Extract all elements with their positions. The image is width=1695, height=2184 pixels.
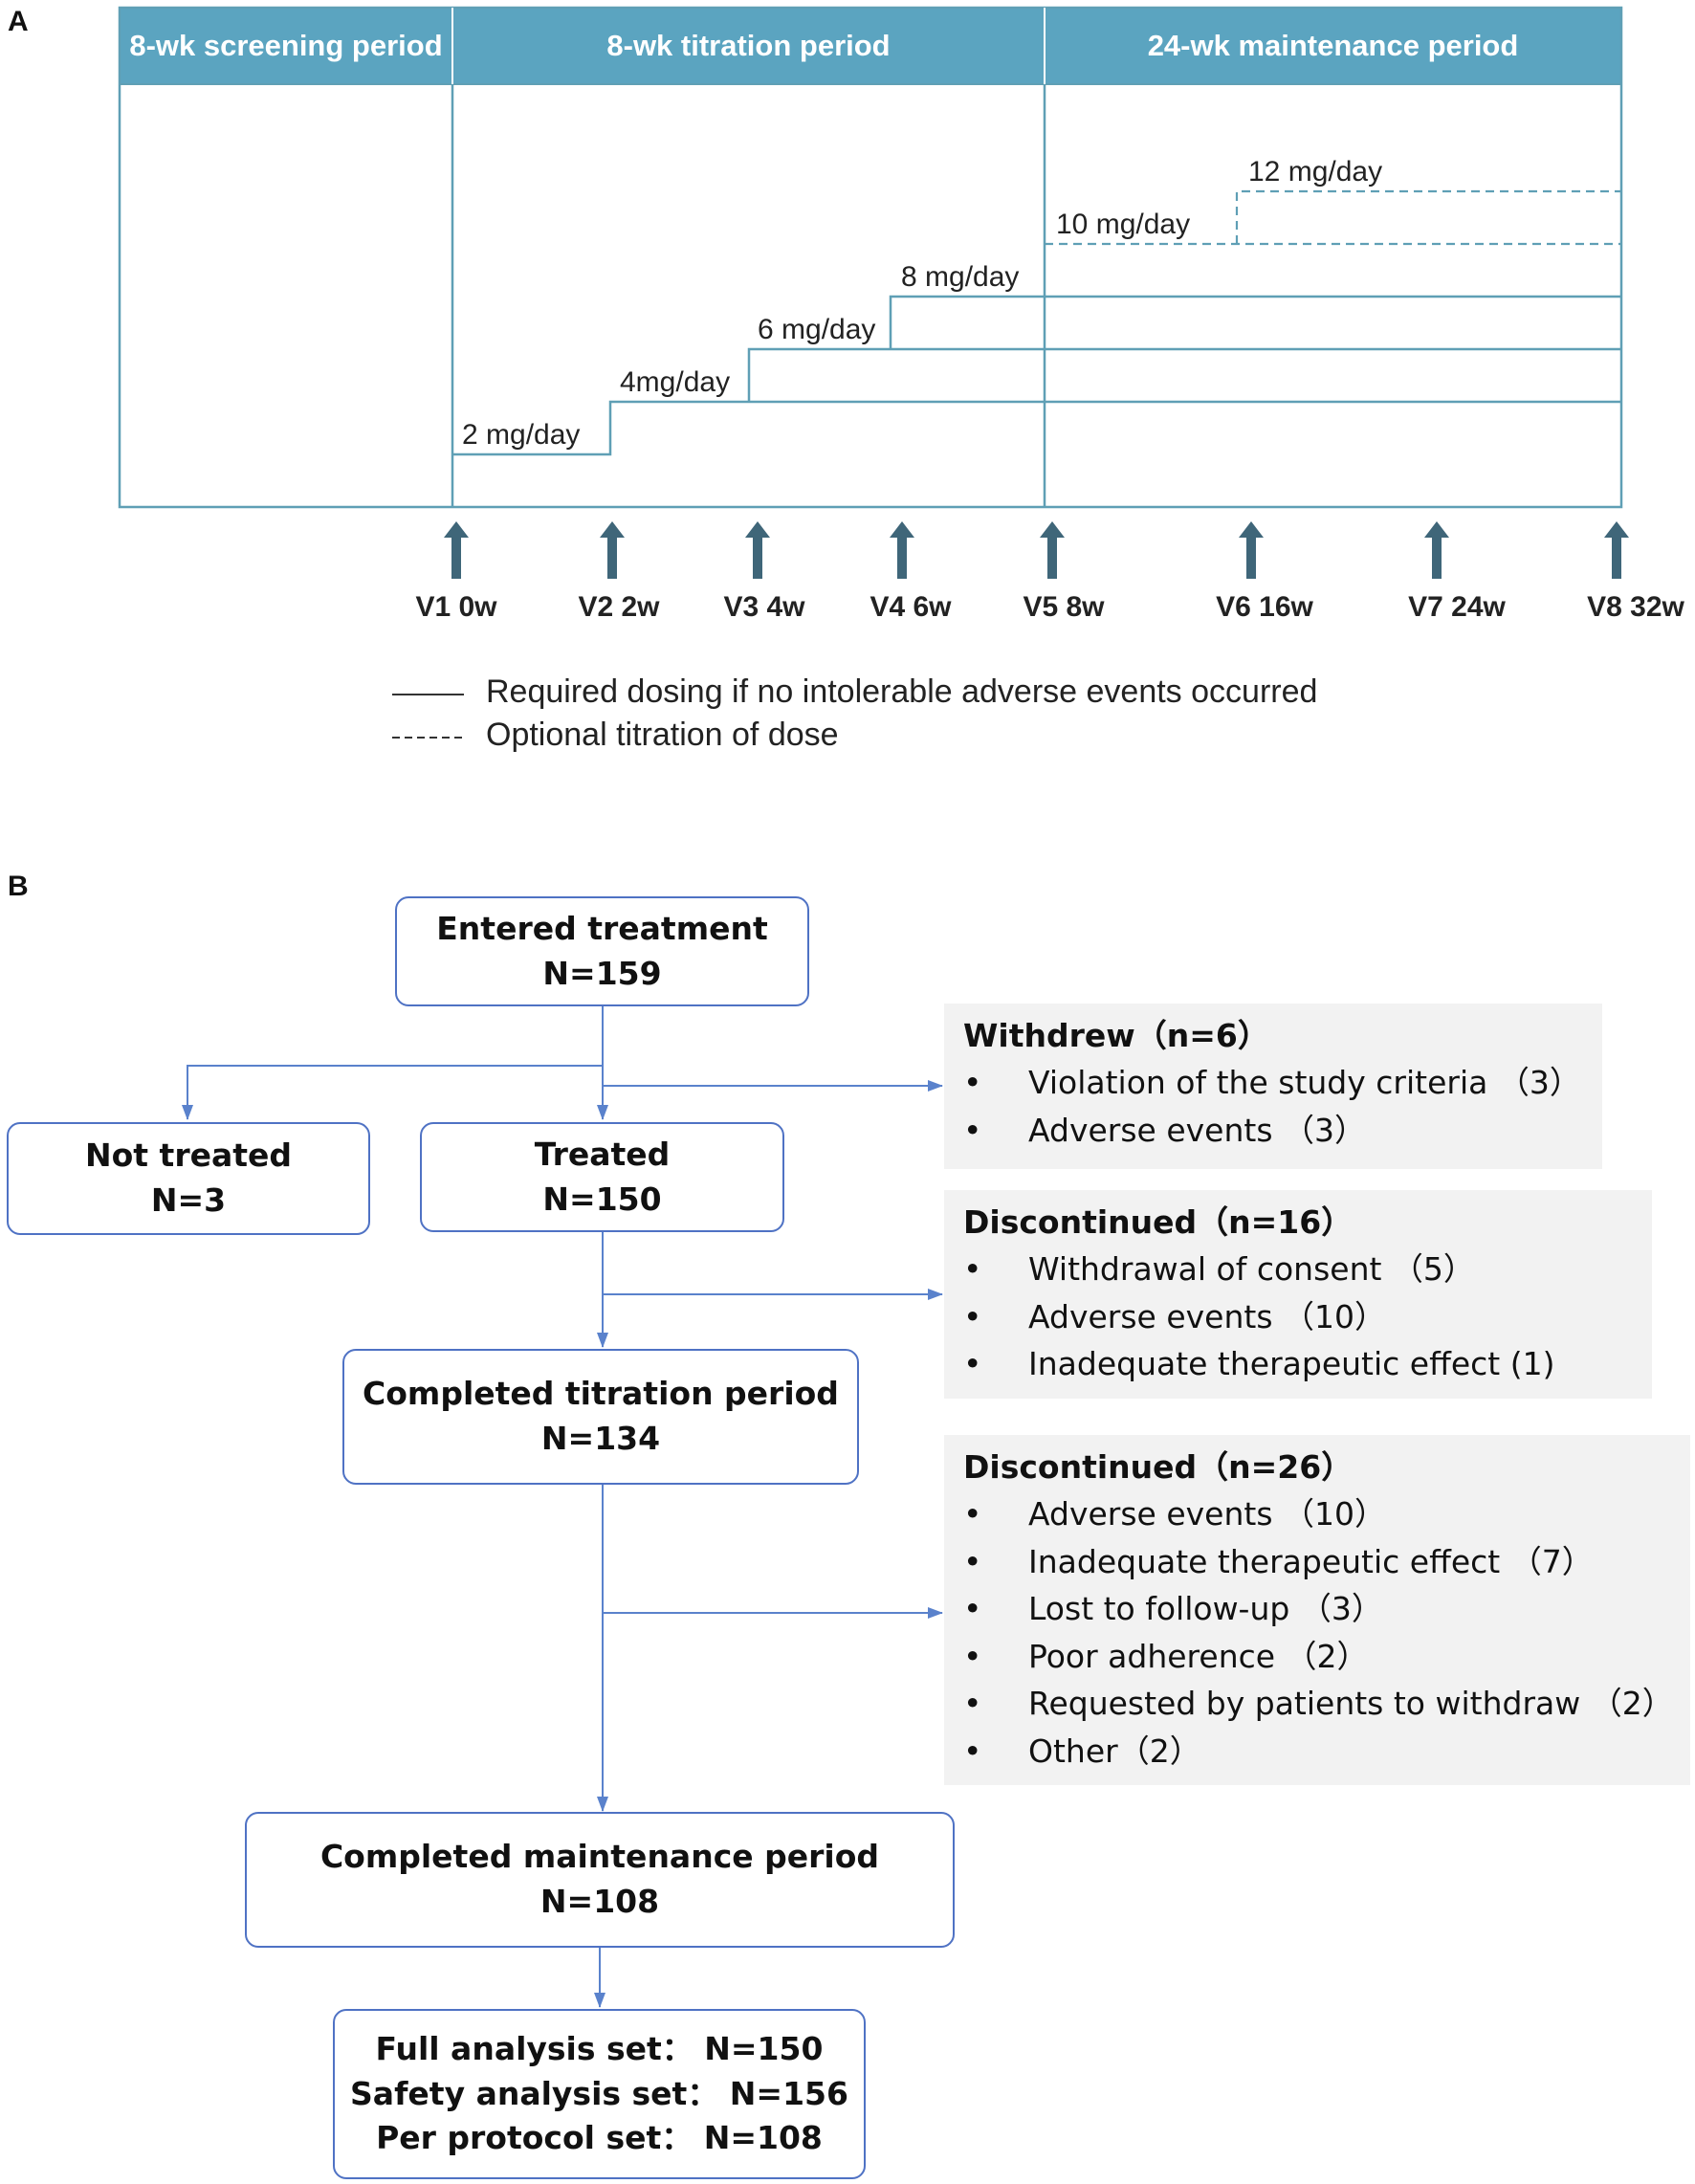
bullet-icon: • xyxy=(963,1542,982,1580)
connector-to-not-treated xyxy=(182,1065,603,1120)
period-screening-label: 8-wk screening period xyxy=(129,29,443,62)
not-treated-box: Not treated N=3 xyxy=(7,1122,370,1235)
bullet-icon: • xyxy=(963,1064,982,1101)
treated-box: Treated N=150 xyxy=(420,1122,784,1232)
discontinued-maintenance-title: Discontinued（n=26） xyxy=(963,1448,1354,1486)
dose-step-6mg xyxy=(747,347,1621,402)
panel-b-label: B xyxy=(8,871,29,902)
list-item: •Adverse events （10） xyxy=(963,1293,1652,1341)
list-item: •Inadequate therapeutic effect （7） xyxy=(963,1538,1690,1586)
bullet-icon: • xyxy=(963,1495,982,1533)
visit-arrow-v3 xyxy=(745,521,770,579)
dose-label-10mg: 10 mg/day xyxy=(1056,209,1191,240)
visit-arrow-v4 xyxy=(890,521,914,579)
dose-label-2mg: 2 mg/day xyxy=(462,419,581,451)
not-treated-title: Not treated xyxy=(84,1136,293,1175)
bullet-icon: • xyxy=(963,1111,982,1149)
visit-arrows xyxy=(444,521,1629,579)
entered-treatment-count: N=159 xyxy=(542,954,662,992)
full-analysis-set: Full analysis set： N=150 xyxy=(375,2029,824,2067)
dose-step-8mg xyxy=(889,295,1621,349)
bullet-icon: • xyxy=(963,1732,982,1770)
visit-arrow-v8 xyxy=(1604,521,1629,579)
bullet-icon: • xyxy=(963,1297,982,1335)
period-titration-label: 8-wk titration period xyxy=(606,29,891,62)
visit-label-v4: V4 6w xyxy=(870,591,952,623)
safety-analysis-set: Safety analysis set： N=156 xyxy=(350,2074,848,2112)
bullet-icon: • xyxy=(963,1637,982,1675)
list-item: •Adverse events （10） xyxy=(963,1490,1690,1538)
visit-label-v1: V1 0w xyxy=(415,591,497,623)
list-item: •Lost to follow-up （3） xyxy=(963,1585,1690,1633)
visit-label-v8: V8 32w xyxy=(1587,591,1684,623)
list-item: •Poor adherence （2） xyxy=(963,1633,1690,1681)
entered-treatment-title: Entered treatment xyxy=(436,909,768,947)
legend-solid-text: Required dosing if no intolerable advers… xyxy=(486,673,1318,710)
discontinued-titration-box: Discontinued（n=16） •Withdrawal of consen… xyxy=(944,1190,1652,1399)
period-header-bar xyxy=(120,8,1621,84)
visit-arrow-v7 xyxy=(1424,521,1449,579)
entered-treatment-box: Entered treatment N=159 xyxy=(395,896,809,1006)
bullet-icon: • xyxy=(963,1590,982,1627)
visit-label-v6: V6 16w xyxy=(1216,591,1313,623)
period-maintenance-label: 24-wk maintenance period xyxy=(1147,29,1519,62)
completed-maintenance-title: Completed maintenance period xyxy=(319,1838,880,1876)
visit-label-v7: V7 24w xyxy=(1408,591,1506,623)
completed-maintenance-box: Completed maintenance period N=108 xyxy=(245,1812,955,1948)
list-item: •Adverse events （3） xyxy=(963,1107,1602,1155)
list-item: •Violation of the study criteria （3） xyxy=(963,1059,1602,1107)
dose-label-6mg: 6 mg/day xyxy=(758,314,876,345)
not-treated-count: N=3 xyxy=(150,1181,227,1219)
analysis-sets-box: Full analysis set： N=150 Safety analysis… xyxy=(333,2009,866,2179)
per-protocol-set: Per protocol set： N=108 xyxy=(376,2119,823,2157)
dose-step-12mg xyxy=(1235,189,1621,244)
visit-label-v3: V3 4w xyxy=(723,591,805,623)
discontinued-titration-title: Discontinued（n=16） xyxy=(963,1203,1354,1241)
optional-dose-steps xyxy=(1045,189,1621,246)
dosing-schedule-diagram xyxy=(118,6,1629,739)
completed-titration-title: Completed titration period xyxy=(363,1375,839,1413)
treated-count: N=150 xyxy=(542,1180,662,1218)
visit-arrow-v2 xyxy=(600,521,625,579)
discontinued-maintenance-box: Discontinued（n=26） •Adverse events （10） … xyxy=(944,1435,1690,1785)
visit-arrow-v5 xyxy=(1040,521,1065,579)
completed-titration-box: Completed titration period N=134 xyxy=(342,1349,859,1485)
treated-title: Treated xyxy=(534,1135,671,1173)
withdrew-title: Withdrew（n=6） xyxy=(963,1017,1269,1054)
panel-a-label: A xyxy=(8,6,29,37)
visit-label-v5: V5 8w xyxy=(1023,591,1105,623)
bullet-icon: • xyxy=(963,1250,982,1288)
dose-label-12mg: 12 mg/day xyxy=(1248,156,1383,188)
dose-label-4mg: 4mg/day xyxy=(620,366,731,398)
completed-maintenance-count: N=108 xyxy=(539,1883,660,1920)
visit-arrow-v1 xyxy=(444,521,469,579)
dose-step-2mg xyxy=(452,400,1621,456)
bullet-icon: • xyxy=(963,1685,982,1722)
dose-label-8mg: 8 mg/day xyxy=(901,261,1020,293)
bullet-icon: • xyxy=(963,1345,982,1382)
list-item: •Other（2） xyxy=(963,1728,1690,1776)
visit-label-v2: V2 2w xyxy=(578,591,660,623)
list-item: •Inadequate therapeutic effect (1) xyxy=(963,1340,1652,1388)
required-dose-steps xyxy=(452,295,1621,456)
withdrew-box: Withdrew（n=6） •Violation of the study cr… xyxy=(944,1004,1602,1169)
schedule-frame xyxy=(118,6,1623,509)
visit-arrow-v6 xyxy=(1239,521,1264,579)
completed-titration-count: N=134 xyxy=(540,1420,661,1457)
legend-dashed-text: Optional titration of dose xyxy=(486,717,839,753)
list-item: •Requested by patients to withdraw （2） xyxy=(963,1680,1690,1728)
list-item: •Withdrawal of consent （5） xyxy=(963,1246,1652,1293)
